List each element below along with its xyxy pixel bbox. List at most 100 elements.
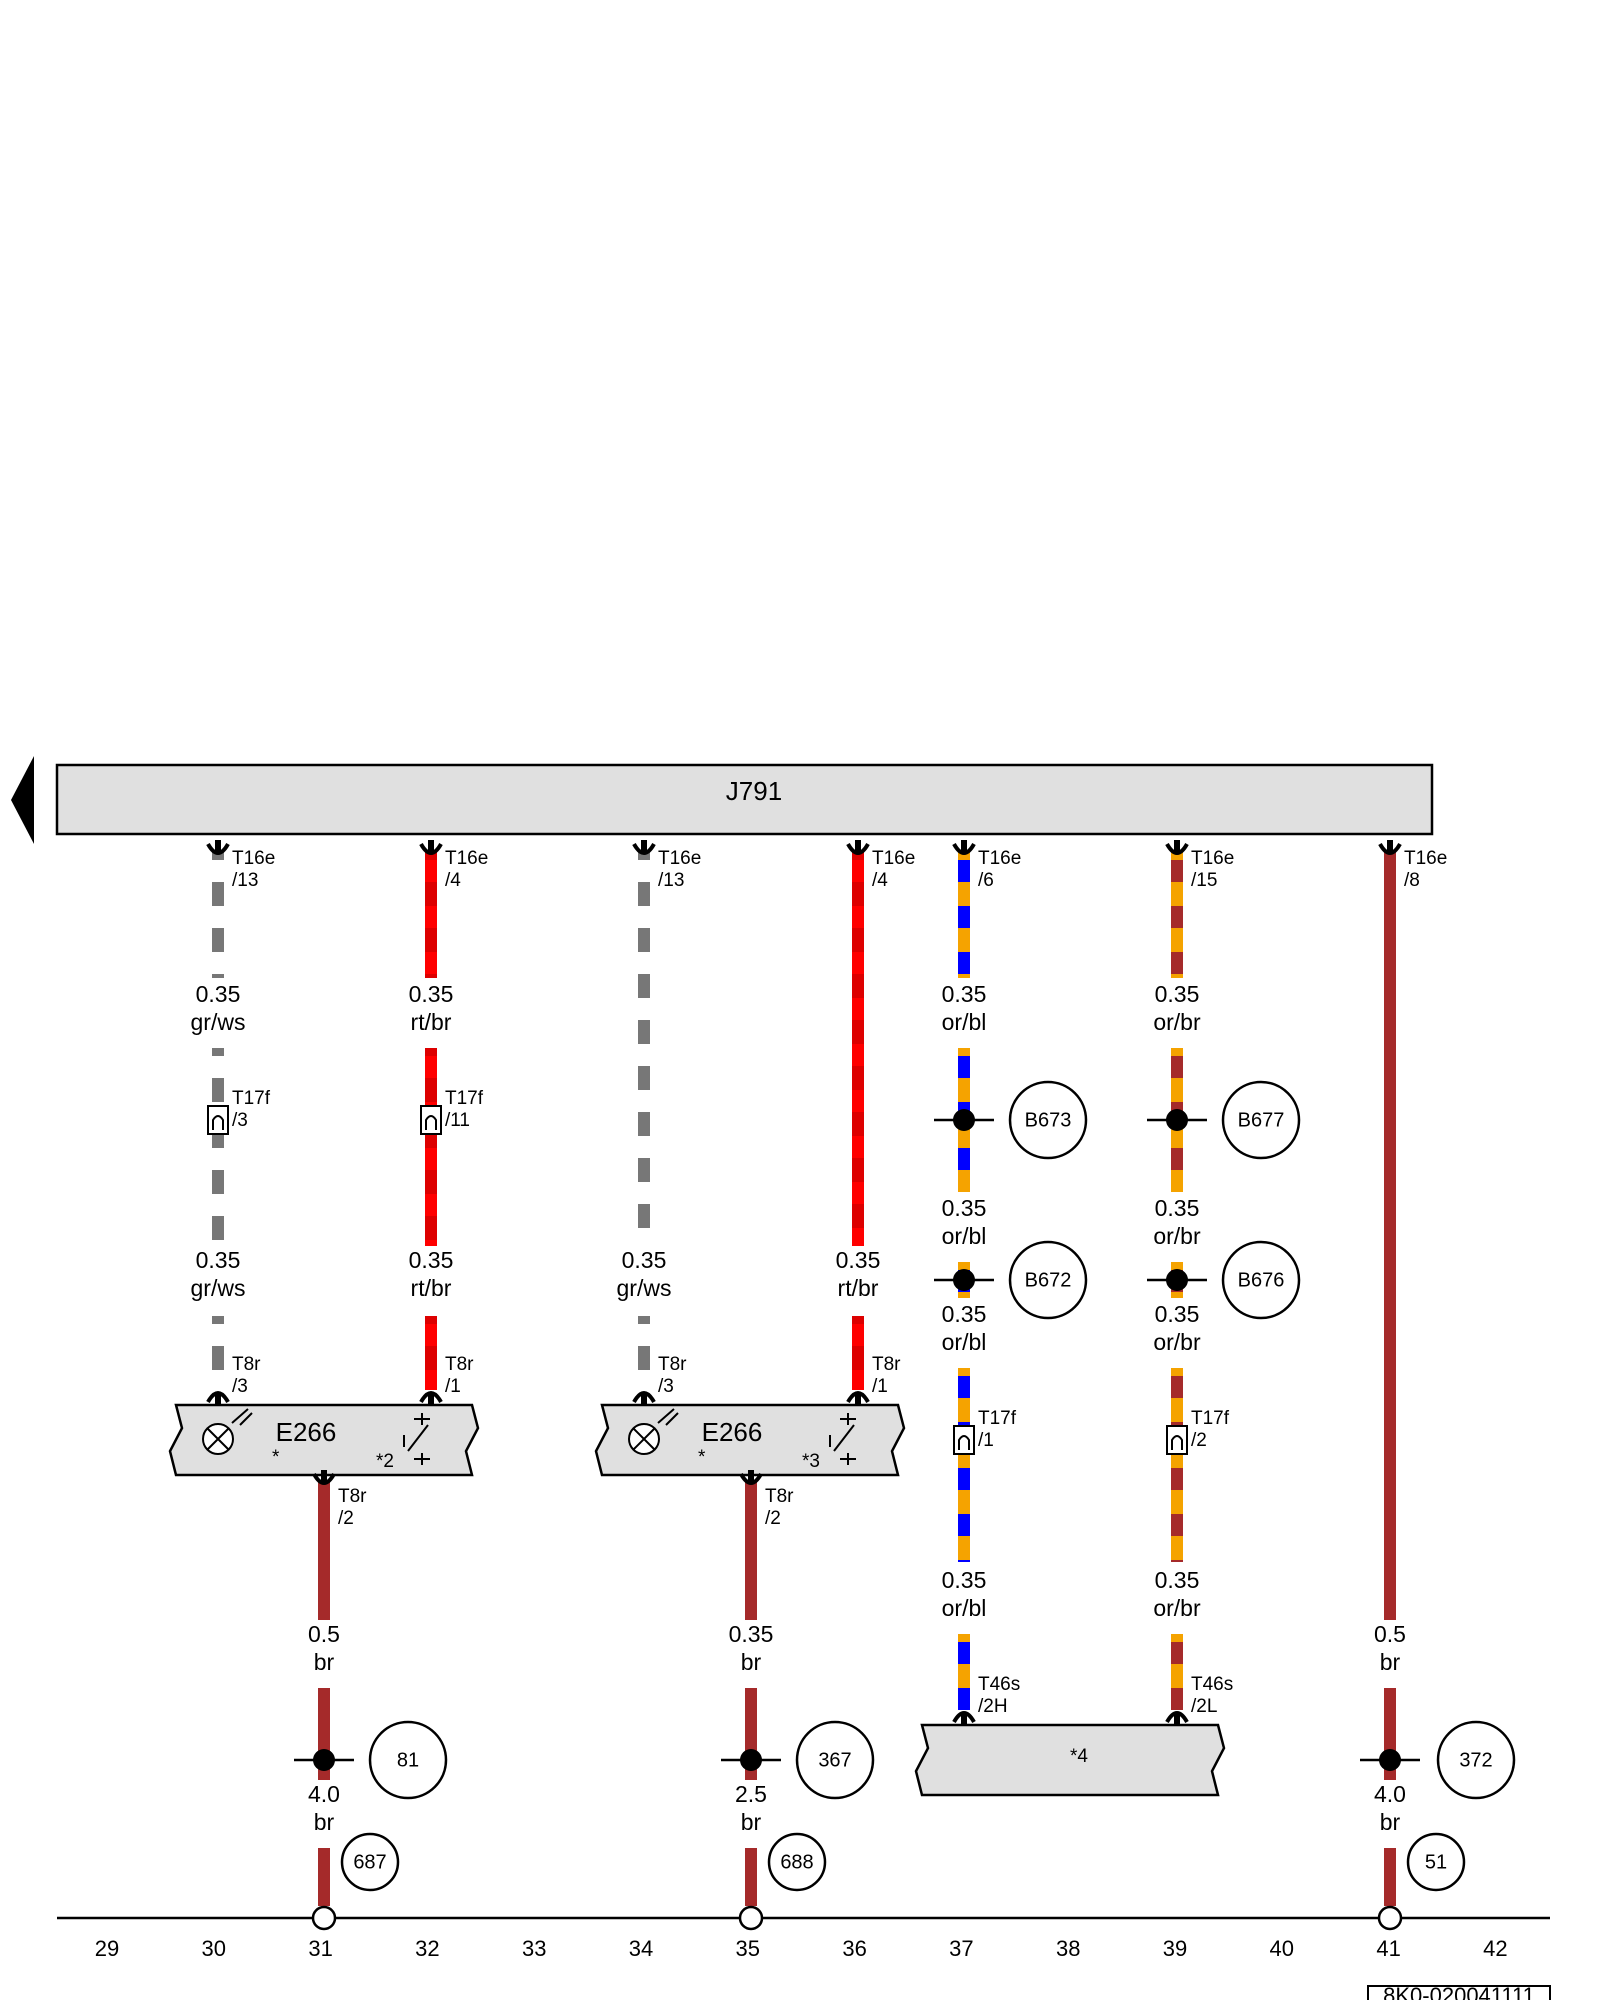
w6-label2-color: or/br xyxy=(1153,1223,1201,1249)
column-number: 39 xyxy=(1163,1936,1187,1961)
g1-label2-size: 4.0 xyxy=(308,1781,340,1807)
w6-seg5-stripe xyxy=(1171,1688,1183,1710)
w6-seg1-stripe xyxy=(1171,860,1183,882)
w5-label4-color: or/bl xyxy=(942,1595,987,1621)
g2-seg1 xyxy=(745,1482,757,1620)
column-number: 38 xyxy=(1056,1936,1080,1961)
switch-e266-b-star: * xyxy=(698,1447,706,1468)
w5-seg5-stripe xyxy=(958,1642,970,1664)
column-number: 40 xyxy=(1270,1936,1294,1961)
control-unit-label: J791 xyxy=(726,776,782,806)
w2-bottom-conn-number: /1 xyxy=(445,1376,461,1397)
w3-seg1-stripe xyxy=(638,1044,650,1066)
w2-inline-conn-number: /11 xyxy=(445,1110,470,1131)
w7-label2-color: br xyxy=(1380,1809,1401,1835)
g1-splice-ref: 81 xyxy=(397,1749,419,1771)
w5-label3-size: 0.35 xyxy=(942,1301,987,1327)
w7-top-cup xyxy=(1378,842,1402,855)
w1-inline-conn-number: /3 xyxy=(232,1110,248,1131)
w5-splice1-ref: B673 xyxy=(1025,1109,1072,1131)
w6-inline-conn-number: /2 xyxy=(1191,1430,1207,1451)
component-ref-4-label: *4 xyxy=(1070,1746,1088,1767)
w6-top-pin xyxy=(1174,840,1180,852)
w6-top-conn-name: T16e xyxy=(1191,848,1234,869)
g2-top-pin xyxy=(748,1470,754,1482)
w5-label1-size: 0.35 xyxy=(942,981,987,1007)
g1-top-pin xyxy=(321,1470,327,1482)
w5-label2-color: or/bl xyxy=(942,1223,987,1249)
w5-seg1-stripe xyxy=(958,906,970,928)
w3-seg2-stripe xyxy=(638,1324,650,1346)
g2-label1-color: br xyxy=(741,1649,762,1675)
w5-top-cup xyxy=(952,842,976,855)
w2-seg2-stripe xyxy=(425,1148,437,1170)
g2-ground-ref-label: 688 xyxy=(780,1851,813,1873)
w5-label2-size: 0.35 xyxy=(942,1195,987,1221)
w1-seg2-stripe xyxy=(212,1194,224,1216)
component-ref-4 xyxy=(914,1723,1226,1797)
w5-splice2-ref: B672 xyxy=(1025,1269,1072,1291)
w1-seg1-stripe xyxy=(212,952,224,974)
w6-splice1-ref: B677 xyxy=(1238,1109,1285,1131)
w5-splice2-dot xyxy=(953,1269,975,1291)
g1-label1-size: 0.5 xyxy=(308,1621,340,1647)
w5-label3-color: or/bl xyxy=(942,1329,987,1355)
w7-splice-ref-circle xyxy=(1436,1720,1516,1800)
w6-label2-size: 0.35 xyxy=(1155,1195,1200,1221)
w6-seg1-stripe xyxy=(1171,906,1183,928)
w2-seg3-stripe xyxy=(425,1324,437,1346)
w6-inline-conn-housing xyxy=(1166,1425,1188,1455)
w2-seg2-stripe xyxy=(425,1194,437,1216)
g1-splice-dot xyxy=(313,1749,335,1771)
switch-e266-a-light-rays xyxy=(231,1408,253,1426)
w6-bottom-conn-name: T46s xyxy=(1191,1674,1233,1695)
w3-bottom-pin xyxy=(641,1392,647,1404)
w5-label1-color: or/bl xyxy=(942,1009,987,1035)
w5-seg4-stripe xyxy=(958,1560,970,1562)
w6-splice1-ref-circle xyxy=(1221,1080,1301,1160)
w4-seg1-stripe xyxy=(852,1228,864,1246)
g1-ground-ref-circle xyxy=(340,1832,400,1892)
g2-seg3 xyxy=(745,1848,757,1906)
w6-inline-conn-name: T17f xyxy=(1191,1408,1230,1429)
w7-seg1 xyxy=(1384,852,1396,1620)
w4-bottom-conn-name: T8r xyxy=(872,1354,901,1375)
w3-top-pin xyxy=(641,840,647,852)
w5-seg4-stripe xyxy=(958,1514,970,1536)
w7-top-conn-number: /8 xyxy=(1404,870,1420,891)
w2-seg2-stripe xyxy=(425,1056,437,1078)
w4-seg1-stripe xyxy=(852,860,864,882)
w1-bottom-pin xyxy=(215,1392,221,1404)
doc-number: 8K0-020041111 xyxy=(1383,1983,1535,2000)
w1-seg2-stripe xyxy=(212,1240,224,1246)
w5-bottom-pin xyxy=(961,1712,967,1724)
g2-top-cup xyxy=(739,1472,763,1485)
g1-top-cup xyxy=(312,1472,336,1485)
w3-seg2-stripe xyxy=(638,1370,650,1390)
w3-top-conn-name: T16e xyxy=(658,848,701,869)
w5-splice1-ref-circle xyxy=(1008,1080,1088,1160)
w3-seg1-stripe xyxy=(638,1136,650,1158)
w6-top-cup xyxy=(1165,842,1189,855)
column-number: 36 xyxy=(842,1936,866,1961)
w2-seg1-stripe xyxy=(425,860,437,882)
w2-top-pin xyxy=(428,840,434,852)
w4-top-cup xyxy=(846,842,870,855)
w7-label2-size: 4.0 xyxy=(1374,1781,1406,1807)
w6-label1-color: or/br xyxy=(1153,1009,1201,1035)
w3-top-cup xyxy=(632,842,656,855)
g2-top-conn-name: T8r xyxy=(765,1486,794,1507)
w3-label1-size: 0.35 xyxy=(622,1247,667,1273)
w6-label3-size: 0.35 xyxy=(1155,1301,1200,1327)
w6-splice2-ref-circle xyxy=(1221,1240,1301,1320)
w4-top-conn-name: T16e xyxy=(872,848,915,869)
w7-top-pin xyxy=(1387,840,1393,852)
w2-label2-size: 0.35 xyxy=(409,1247,454,1273)
w1-bottom-conn-name: T8r xyxy=(232,1354,261,1375)
g1-label1-color: br xyxy=(314,1649,335,1675)
w4-seg1-stripe xyxy=(852,1044,864,1066)
g1-ground-ref-label: 687 xyxy=(353,1851,386,1873)
w4-seg1-stripe xyxy=(852,1090,864,1112)
w4-label1-size: 0.35 xyxy=(836,1247,881,1273)
w2-label2-color: rt/br xyxy=(411,1275,452,1301)
